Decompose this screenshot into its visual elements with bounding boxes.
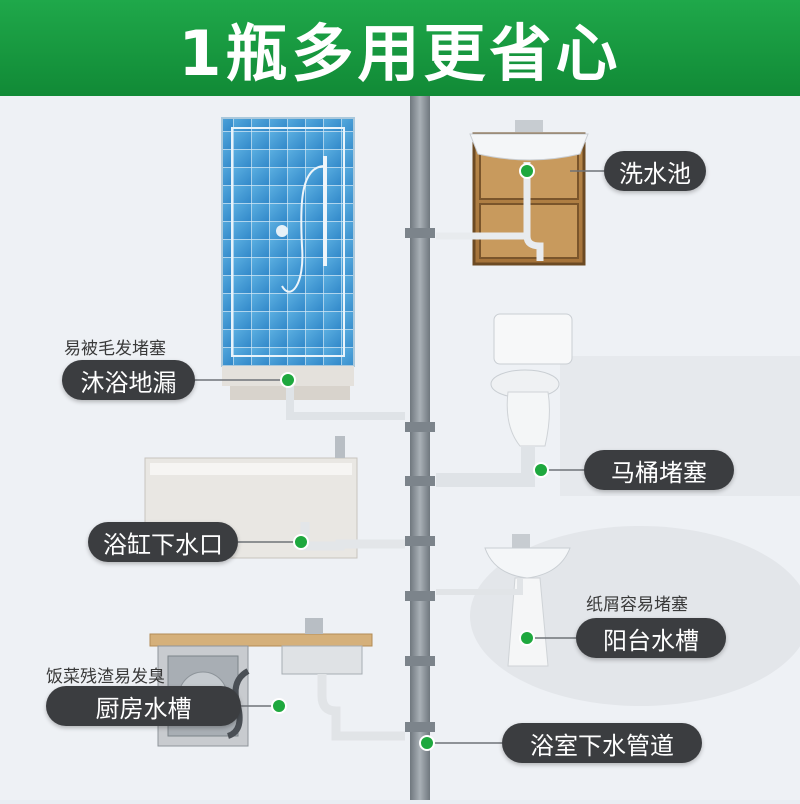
plumbing-scene: 易被毛发堵塞 纸屑容易堵塞 饭菜残渣易发臭 洗水池 沐浴地漏 马桶堵塞 浴缸下水… bbox=[0, 96, 800, 800]
pipe-label: 浴室下水管道 bbox=[502, 723, 702, 763]
shower-note: 易被毛发堵塞 bbox=[64, 339, 166, 359]
kitchen-marker-dot bbox=[271, 698, 287, 714]
shower-label: 沐浴地漏 bbox=[62, 360, 195, 400]
sink-label: 洗水池 bbox=[604, 151, 706, 191]
shower-marker-dot bbox=[280, 372, 296, 388]
marker-dots bbox=[271, 163, 549, 751]
main-drain-pipe bbox=[405, 96, 435, 800]
toilet-label: 马桶堵塞 bbox=[584, 450, 734, 490]
wash-basin-cabinet bbox=[436, 120, 589, 266]
pipe-marker-dot bbox=[419, 735, 435, 751]
header-banner: 1瓶多用更省心 bbox=[0, 0, 800, 96]
balcony-note: 纸屑容易堵塞 bbox=[586, 595, 688, 615]
toilet bbox=[436, 313, 573, 487]
bathtub-marker-dot bbox=[293, 534, 309, 550]
shower-enclosure bbox=[221, 117, 405, 420]
background-tub-shape bbox=[470, 526, 800, 706]
pedestal-basin bbox=[436, 534, 571, 667]
kitchen-note: 饭菜残渣易发臭 bbox=[46, 667, 165, 687]
sink-marker-dot bbox=[519, 163, 535, 179]
banner-title: 1瓶多用更省心 bbox=[178, 17, 622, 90]
kitchen-label: 厨房水槽 bbox=[46, 686, 241, 726]
balcony-marker-dot bbox=[519, 630, 535, 646]
bathtub-label: 浴缸下水口 bbox=[88, 522, 238, 562]
balcony-label: 阳台水槽 bbox=[576, 618, 726, 658]
toilet-marker-dot bbox=[533, 462, 549, 478]
plumbing-illustration bbox=[0, 96, 800, 800]
